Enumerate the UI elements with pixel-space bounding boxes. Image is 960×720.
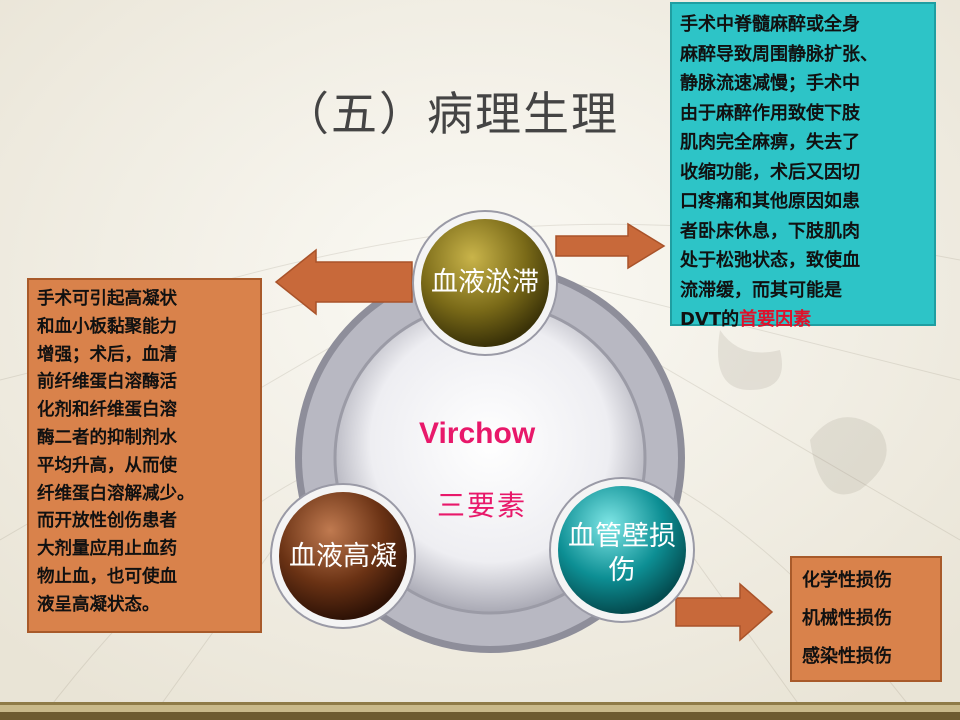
arrow-left (274, 248, 413, 316)
injury-types-box: 化学性损伤 机械性损伤 感染性损伤 (790, 556, 942, 682)
circle-vessel-injury (549, 477, 695, 623)
coag-line: 大剂量应用止血药 (37, 539, 177, 560)
stasis-line: 者卧床休息，下肢肌肉 (680, 220, 860, 242)
circle-label-line: 血液淤滞 (431, 267, 539, 298)
stasis-line: 由于麻醉作用致使下肢 (680, 102, 860, 124)
circle-stasis-label: 血液淤滞 (413, 266, 557, 300)
coag-line: 和血小板黏聚能力 (37, 316, 177, 337)
coag-line: 而开放性创伤患者 (37, 511, 177, 532)
coag-line: 纤维蛋白溶解减少。 (37, 483, 195, 504)
circle-stasis (412, 210, 558, 356)
stasis-line: 流滞缓，而其可能是 (680, 279, 842, 301)
arrow-right-bottom (675, 582, 774, 642)
primary-factor-highlight: 首要因素 (739, 309, 812, 330)
circle-label-line: 伤 (608, 555, 636, 586)
stasis-line: 收缩功能，术后又因切 (680, 161, 860, 183)
coag-line: 化剂和纤维蛋白溶 (37, 400, 177, 421)
center-virchow-label: Virchow (419, 417, 536, 450)
injury-item: 机械性损伤 (802, 608, 892, 629)
slide-title: （五）病理生理 (283, 87, 619, 141)
injury-item: 感染性损伤 (802, 646, 892, 667)
circle-hypercoagulation-label: 血液高凝 (271, 540, 415, 574)
coag-line: 平均升高，从而使 (37, 455, 177, 476)
center-triad-label: 三要素 (437, 489, 528, 522)
coag-line: 物止血，也可使血 (37, 566, 177, 587)
stasis-description-box: 手术中脊髓麻醉或全身 麻醉导致周围静脉扩张、 静脉流速减慢；手术中 由于麻醉作用… (670, 2, 936, 330)
stasis-line: 处于松弛状态，致使血 (680, 250, 860, 271)
circle-vessel-injury-label: 血管壁损 伤 (550, 520, 694, 588)
coag-line: 增强；术后，血清 (37, 344, 177, 365)
injury-item: 化学性损伤 (802, 570, 892, 591)
coag-line: 前纤维蛋白溶酶活 (37, 372, 177, 393)
stasis-last-line: DVT的首要因素 (680, 305, 934, 335)
circle-hypercoagulation (270, 483, 416, 629)
arrow-right-top (555, 222, 666, 270)
hypercoagulation-description-box: 手术可引起高凝状 和血小板黏聚能力 增强；术后，血清 前纤维蛋白溶酶活 化剂和纤… (27, 278, 262, 633)
stasis-line: 静脉流速减慢；手术中 (680, 73, 860, 94)
stasis-line: 麻醉导致周围静脉扩张、 (680, 43, 878, 65)
stasis-last-prefix: DVT的 (680, 309, 740, 330)
stasis-line: 手术中脊髓麻醉或全身 (680, 14, 860, 35)
coag-line: 手术可引起高凝状 (37, 289, 177, 309)
stasis-line: 口疼痛和其他原因如患 (680, 191, 860, 212)
coag-line: 液呈高凝状态。 (37, 594, 160, 615)
circle-label-line: 血管壁损 (568, 521, 676, 552)
coag-line: 酶二者的抑制剂水 (37, 427, 177, 448)
circle-label-line: 血液高凝 (289, 541, 397, 572)
stasis-line: 肌肉完全麻痹，失去了 (680, 132, 860, 153)
